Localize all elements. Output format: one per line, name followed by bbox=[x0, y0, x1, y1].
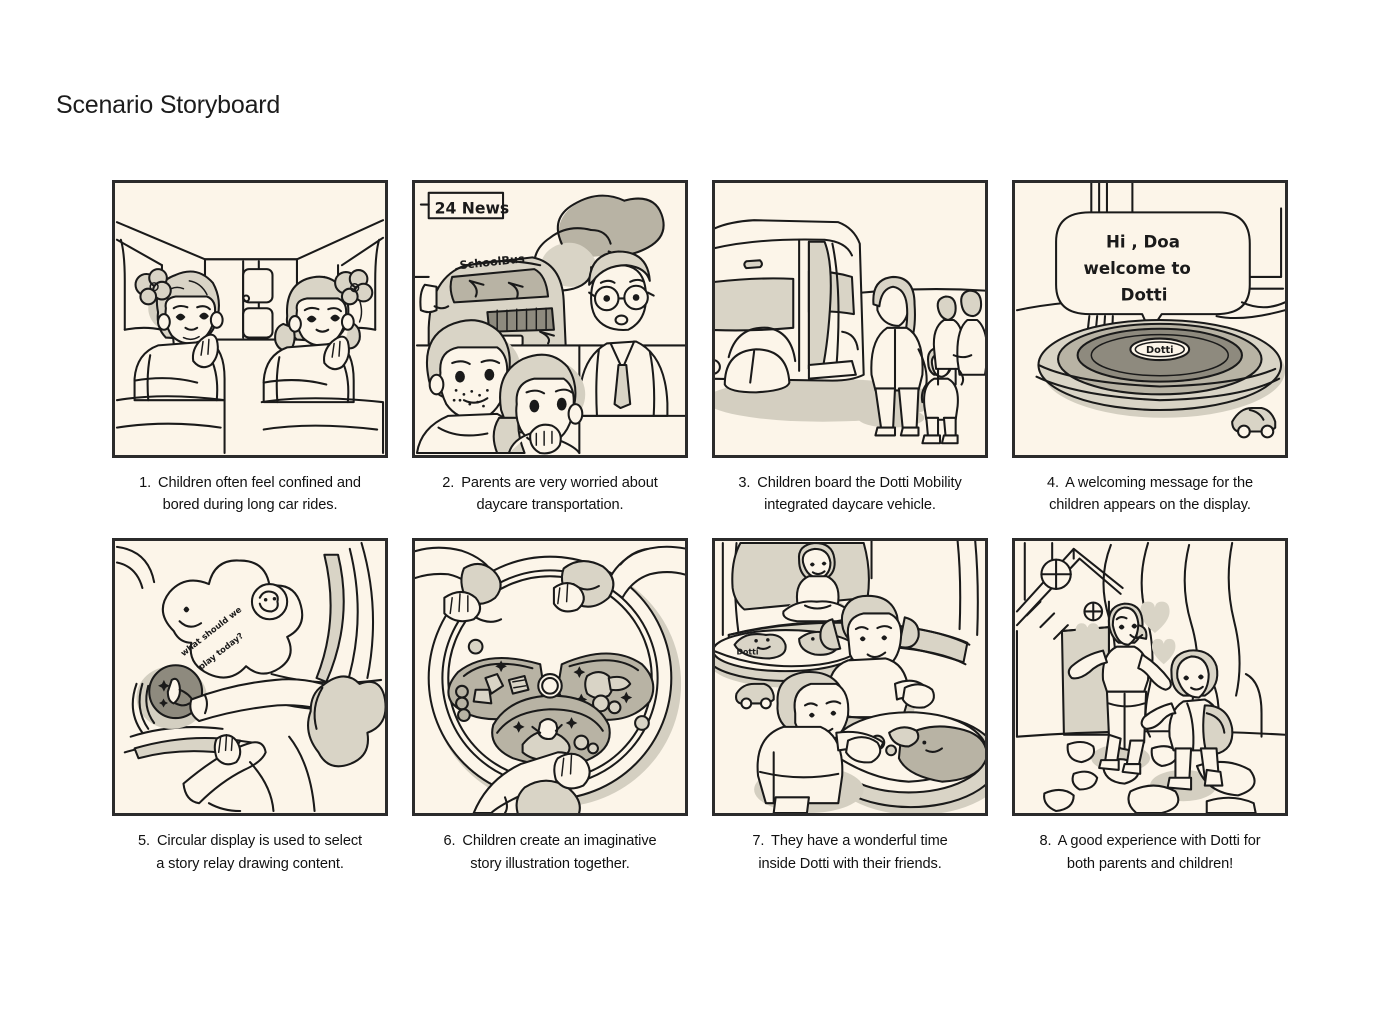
welcome-speech-bubble: Hi , Doa welcome to Dotti bbox=[1055, 211, 1251, 333]
panel-caption-line2-8: both parents and children! bbox=[1066, 855, 1234, 872]
panel-7-illustration: Dotti bbox=[715, 541, 985, 814]
drawing-segment-bottom[interactable] bbox=[491, 694, 611, 766]
panel-caption-line2-2: daycare transportation. bbox=[476, 497, 624, 514]
panel-caption-6: 6. Children create an imaginative story … bbox=[412, 830, 688, 874]
panel-number-7: 7. bbox=[752, 833, 765, 850]
stepping-stones bbox=[1043, 741, 1257, 814]
panel-caption-line2-1: bored during long car rides. bbox=[162, 497, 338, 514]
panel-caption-5: 5. Circular display is used to select a … bbox=[112, 830, 388, 874]
panel-number-3: 3. bbox=[738, 475, 751, 491]
round-window-upper bbox=[1040, 558, 1072, 591]
storyboard-cell-5: what should we play today? bbox=[112, 538, 388, 874]
welcome-line-2: welcome to bbox=[1083, 259, 1190, 278]
panel-number-8: 8. bbox=[1039, 833, 1052, 850]
welcome-line-1: Hi , Doa bbox=[1106, 233, 1180, 252]
panel-1-illustration bbox=[115, 183, 385, 455]
hand-top-left bbox=[415, 547, 503, 624]
storyboard-panel-7[interactable]: Dotti bbox=[712, 538, 988, 817]
panel-4-illustration: Hi , Doa welcome to Dotti bbox=[1015, 183, 1285, 455]
flower-accessory-left bbox=[134, 268, 172, 306]
storyboard-panel-5[interactable]: what should we play today? bbox=[112, 538, 388, 817]
news-banner-text: 24 News bbox=[435, 198, 510, 217]
panel-caption-3: 3. Children board the Dotti Mobility int… bbox=[712, 472, 988, 516]
panel-caption-8: 8. A good experience with Dotti for both… bbox=[1012, 830, 1288, 874]
panel-number-4: 4. bbox=[1046, 475, 1059, 491]
storyboard-cell-7: Dotti bbox=[712, 538, 988, 874]
sparkle-dots bbox=[158, 680, 170, 708]
storyboard-cell-2: SchoolBus 24 News bbox=[412, 180, 688, 516]
dotti-logo-badge: Dotti bbox=[1129, 337, 1191, 362]
stubble-dots bbox=[452, 389, 489, 408]
storyboard-panel-1[interactable] bbox=[112, 180, 388, 458]
panel-caption-4: 4. A welcoming message for the children … bbox=[1012, 472, 1288, 516]
storyboard-cell-1: 1. Children often feel confined and bore… bbox=[112, 180, 388, 516]
storyboard-panel-6[interactable] bbox=[412, 538, 688, 817]
panel-caption-line2-4: children appears on the display. bbox=[1049, 497, 1251, 514]
panel-6-illustration bbox=[415, 541, 685, 814]
panel-caption-line1-5: Circular display is used to select bbox=[156, 833, 362, 850]
panel-caption-line1-8: A good experience with Dotti for bbox=[1057, 833, 1261, 850]
panel-caption-7: 7. They have a wonderful time inside Dot… bbox=[712, 830, 988, 874]
stars-bottom bbox=[512, 717, 578, 734]
welcome-line-3: Dotti bbox=[1121, 285, 1168, 304]
panel-caption-line2-3: integrated daycare vehicle. bbox=[764, 497, 936, 514]
panel-caption-line1-1: Children often feel confined and bbox=[158, 475, 361, 491]
heart-icons bbox=[1075, 602, 1176, 665]
hand-top-right bbox=[552, 546, 685, 613]
storyboard-cell-4: Hi , Doa welcome to Dotti bbox=[1012, 180, 1288, 516]
panel-caption-line1-6: Children create an imaginative bbox=[462, 833, 657, 850]
panel-2-illustration: SchoolBus 24 News bbox=[415, 183, 685, 455]
storyboard-cell-6: 6. Children create an imaginative story … bbox=[412, 538, 688, 874]
panel-caption-line1-7: They have a wonderful time bbox=[771, 833, 948, 850]
page-title: Scenario Storyboard bbox=[56, 90, 281, 119]
storyboard-panel-8[interactable] bbox=[1012, 538, 1288, 817]
storyboard-panel-4[interactable]: Hi , Doa welcome to Dotti bbox=[1012, 180, 1288, 458]
panel-3-illustration bbox=[715, 183, 985, 455]
panel-caption-line2-7: inside Dotti with their friends. bbox=[758, 855, 942, 872]
storyboard-panel-3[interactable] bbox=[712, 180, 988, 458]
panel-caption-line2-6: story illustration together. bbox=[470, 855, 630, 872]
panel-caption-2: 2. Parents are very worried about daycar… bbox=[412, 472, 688, 516]
storyboard-cell-3: 3. Children board the Dotti Mobility int… bbox=[712, 180, 988, 516]
panel-number-1: 1. bbox=[139, 475, 152, 491]
toy-car-icon bbox=[1231, 406, 1277, 439]
panel-5-illustration: what should we play today? bbox=[115, 541, 385, 814]
panel-caption-line1-2: Parents are very worried about bbox=[461, 475, 658, 491]
emoji-badge-icon bbox=[250, 583, 289, 621]
storyboard-grid: 1. Children often feel confined and bore… bbox=[112, 180, 1288, 875]
panel-8-illustration bbox=[1015, 541, 1285, 814]
panel-number-2: 2. bbox=[442, 475, 455, 491]
panel-number-5: 5. bbox=[137, 833, 150, 850]
panel-caption-line1-4: A welcoming message for the bbox=[1065, 475, 1254, 491]
flower-accessory-right bbox=[334, 269, 374, 323]
panel-number-6: 6. bbox=[443, 833, 456, 850]
floor-dotti-label: Dotti bbox=[737, 648, 759, 657]
news-banner: 24 News bbox=[419, 191, 510, 220]
panel-caption-1: 1. Children often feel confined and bore… bbox=[112, 472, 388, 516]
panel-caption-line2-5: a story relay drawing content. bbox=[156, 855, 344, 872]
storyboard-cell-8: 8. A good experience with Dotti for both… bbox=[1012, 538, 1288, 874]
round-window-lower bbox=[1083, 601, 1104, 622]
dotti-logo-text: Dotti bbox=[1146, 345, 1174, 356]
panel-caption-line1-3: Children board the Dotti Mobility bbox=[757, 475, 962, 491]
toy-car-floor-icon bbox=[735, 683, 775, 710]
storyboard-panel-2[interactable]: SchoolBus 24 News bbox=[412, 180, 688, 458]
hand-bottom bbox=[472, 751, 591, 814]
